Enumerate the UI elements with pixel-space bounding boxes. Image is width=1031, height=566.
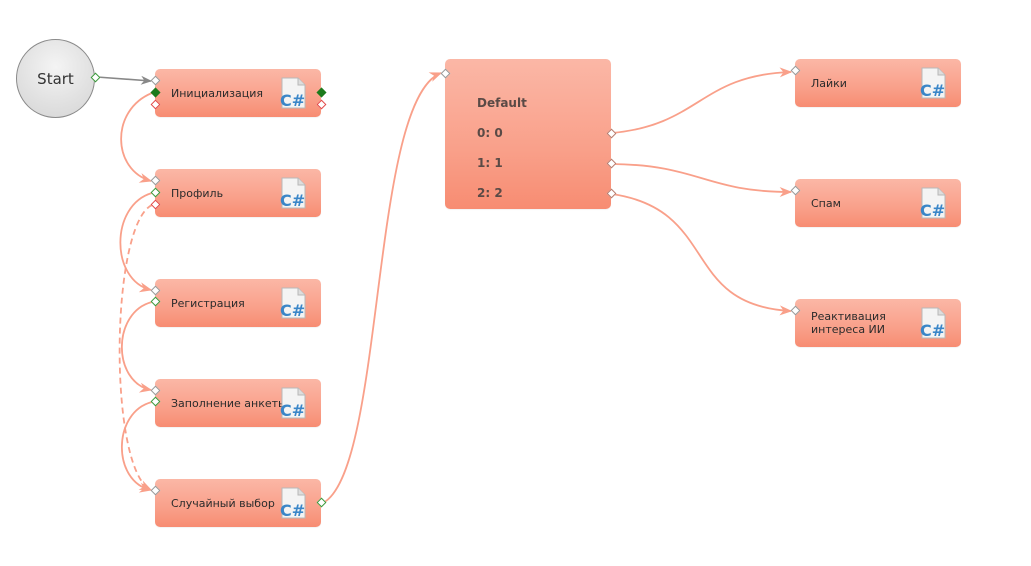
edge-random-switch[interactable] bbox=[322, 72, 443, 504]
edge-switch0-likes[interactable] bbox=[611, 67, 793, 134]
node-likes[interactable]: Лайки C# bbox=[795, 59, 961, 107]
edge-profile-random[interactable] bbox=[118, 204, 153, 491]
csharp-file-icon: C# bbox=[920, 67, 946, 99]
node-label: Лайки bbox=[811, 76, 847, 90]
csharp-file-icon: C# bbox=[280, 177, 306, 209]
csharp-file-icon: C# bbox=[280, 387, 306, 419]
switch-row-0: 0: 0 bbox=[477, 126, 503, 140]
node-spam[interactable]: Спам C# bbox=[795, 179, 961, 227]
node-label: Регистрация bbox=[171, 296, 245, 310]
svg-text:C#: C# bbox=[280, 301, 305, 319]
node-reactivation[interactable]: Реактивация интереса ИИ C# bbox=[795, 299, 961, 347]
switch-row-default: Default bbox=[477, 96, 527, 110]
svg-text:C#: C# bbox=[920, 81, 945, 99]
node-switch[interactable]: Default 0: 0 1: 1 2: 2 bbox=[445, 59, 611, 209]
node-label: Инициализация bbox=[171, 86, 263, 100]
node-label: Реактивация интереса ИИ bbox=[811, 299, 886, 347]
csharp-file-icon: C# bbox=[920, 187, 946, 219]
svg-text:C#: C# bbox=[280, 91, 305, 109]
node-label: Случайный выбор bbox=[171, 496, 275, 510]
switch-row-2: 2: 2 bbox=[477, 186, 503, 200]
start-label: Start bbox=[37, 69, 74, 88]
node-label-line1: Реактивация bbox=[811, 310, 886, 323]
svg-text:C#: C# bbox=[280, 501, 305, 519]
node-init[interactable]: Инициализация C# bbox=[155, 69, 321, 117]
node-registration[interactable]: Регистрация C# bbox=[155, 279, 321, 327]
csharp-file-icon: C# bbox=[280, 77, 306, 109]
edge-switch1-spam[interactable] bbox=[611, 163, 793, 198]
svg-text:C#: C# bbox=[920, 321, 945, 339]
node-random[interactable]: Случайный выбор C# bbox=[155, 479, 321, 527]
csharp-file-icon: C# bbox=[280, 287, 306, 319]
node-profile[interactable]: Профиль C# bbox=[155, 169, 321, 217]
csharp-file-icon: C# bbox=[280, 487, 306, 519]
svg-text:C#: C# bbox=[280, 191, 305, 209]
edge-start-init[interactable] bbox=[96, 75, 153, 85]
csharp-file-icon: C# bbox=[920, 307, 946, 339]
edge-init-profile[interactable] bbox=[120, 92, 153, 183]
node-label-line2: интереса ИИ bbox=[811, 323, 886, 336]
edge-registration-questionnaire[interactable] bbox=[121, 301, 153, 393]
node-questionnaire[interactable]: Заполнение анкеты C# bbox=[155, 379, 321, 427]
switch-row-1: 1: 1 bbox=[477, 156, 503, 170]
edge-switch2-reactivation[interactable] bbox=[611, 193, 793, 316]
node-label: Заполнение анкеты bbox=[171, 396, 287, 410]
svg-text:C#: C# bbox=[280, 401, 305, 419]
edge-profile-registration[interactable] bbox=[119, 192, 153, 293]
start-node[interactable]: Start bbox=[16, 39, 95, 118]
edge-questionnaire-random[interactable] bbox=[121, 401, 153, 493]
node-label: Профиль bbox=[171, 186, 224, 200]
svg-text:C#: C# bbox=[920, 201, 945, 219]
node-label: Спам bbox=[811, 196, 841, 210]
